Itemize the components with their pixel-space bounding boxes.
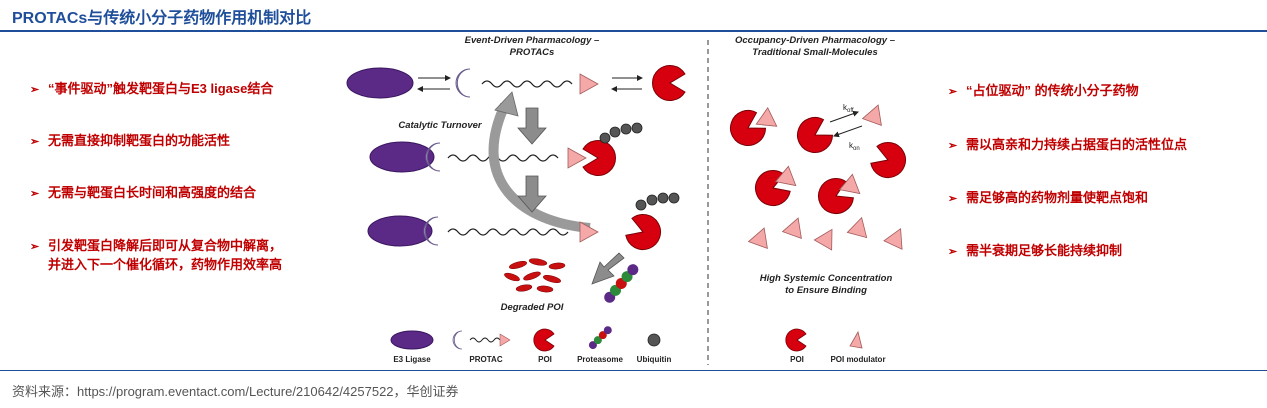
bullet-arrow-icon: ➢ [948, 246, 958, 258]
bullet-arrow-icon: ➢ [948, 140, 958, 152]
catalytic-turnover-label: Catalytic Turnover [398, 120, 483, 131]
left-heading-line2: PROTACs [510, 47, 555, 58]
source-footer: 资料来源：https://program.eventact.com/Lectur… [12, 384, 459, 399]
left-bullet-3: ➢无需与靶蛋白长时间和高强度的结合 [30, 183, 256, 204]
modulator-shape [862, 101, 888, 126]
header-rule [0, 30, 1267, 32]
legend-modulator-label: POI modulator [830, 355, 885, 364]
footer-rule [0, 370, 1267, 371]
legend-proteasome-icon [588, 326, 612, 350]
poi-shape [723, 104, 771, 153]
legend-ubiquitin-icon [647, 333, 661, 347]
proteasome-shape [604, 264, 639, 303]
legend-modulator-icon [849, 330, 863, 349]
degraded-fragments-shape [504, 258, 566, 293]
down-arrow-shape [517, 107, 547, 145]
legend-ubiquitin-label: Ubiquitin [637, 355, 672, 364]
right-bullet-2: ➢需以高亲和力持续占据蛋白的活性位点 [948, 135, 1187, 156]
legend-e3-label: E3 Ligase [393, 355, 431, 364]
right-bullet-4: ➢需半衰期足够长能持续抑制 [948, 241, 1122, 262]
bullet-arrow-icon: ➢ [948, 86, 958, 98]
right-heading-line1: Occupancy-Driven Pharmacology – [735, 35, 896, 46]
bullet-arrow-icon: ➢ [30, 84, 40, 96]
poi-shape [651, 65, 686, 102]
legend-proteasome-label: Proteasome [577, 355, 623, 364]
ubiquitin-shape [599, 132, 611, 144]
legend-protac-icon [452, 330, 463, 350]
legend-right-poi-label: POI [790, 355, 804, 364]
bullet-arrow-icon: ➢ [948, 193, 958, 205]
e3-ligase-shape [346, 67, 414, 99]
bullet-arrow-icon: ➢ [30, 188, 40, 200]
kon-label: kon [849, 141, 860, 152]
left-bullet-1: ➢“事件驱动”触发靶蛋白与E3 ligase结合 [30, 79, 273, 100]
page-title: PROTACs与传统小分子药物作用机制对比 [12, 10, 312, 27]
protac-ligand-shape [579, 73, 599, 95]
protac-crescent-shape [455, 68, 471, 98]
legend-poi-icon [533, 328, 555, 352]
bullet-arrow-icon: ➢ [30, 136, 40, 148]
legend-right-poi-icon [785, 328, 807, 352]
catalytic-arrow-shape [488, 102, 591, 233]
right-bullet-3: ➢需足够高的药物剂量使靶点饱和 [948, 188, 1148, 209]
legend-e3-icon [390, 330, 434, 350]
legend-poi-label: POI [538, 355, 552, 364]
bullet-arrow-icon: ➢ [30, 241, 40, 253]
legend-protac-label: PROTAC [469, 355, 502, 364]
left-bullet-4: ➢引发靶蛋白降解后即可从复合物中解离，并进入下一个催化循环，药物作用效率高 [30, 238, 283, 272]
concentration-label-line2: to Ensure Binding [785, 285, 867, 296]
right-bullet-1: ➢“占位驱动” 的传统小分子药物 [948, 81, 1139, 102]
left-bullet-2: ➢无需直接抑制靶蛋白的功能活性 [30, 131, 230, 152]
right-heading-line2: Traditional Small-Molecules [752, 47, 877, 58]
degraded-poi-label: Degraded POI [501, 302, 564, 313]
protac-linker-shape [481, 80, 573, 88]
left-heading-line1: Event-Driven Pharmacology – [465, 35, 600, 46]
koff-label: koff [843, 103, 854, 114]
concentration-label-line1: High Systemic Concentration [760, 273, 893, 284]
